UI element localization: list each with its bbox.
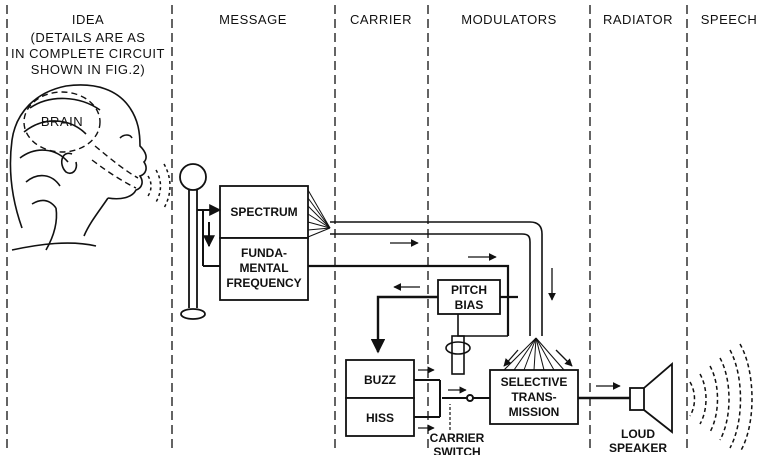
column-heading-radiator: RADIATOR: [603, 12, 673, 27]
column-heading-carrier: CARRIER: [350, 12, 412, 27]
column-dividers: [6, 5, 688, 452]
mouth-sound-waves: [147, 163, 171, 209]
selective-line3: MISSION: [509, 405, 560, 419]
mic-wiring: [197, 204, 222, 267]
brain-label: BRAIN: [41, 114, 83, 129]
fundamental-frequency-box: [219, 237, 309, 301]
carrier-switch-label-line2: SWITCH: [433, 445, 480, 455]
hiss-label: HISS: [366, 411, 394, 425]
loud-speaker-line1: LOUD: [621, 427, 655, 441]
pitch-feedback-wire: [457, 314, 508, 337]
spectrum-bundle-cable: [330, 221, 543, 336]
fundamental-label-line3: FREQUENCY: [226, 276, 301, 290]
fan-arrow-left: [503, 349, 519, 367]
spectrum-label: SPECTRUM: [230, 205, 297, 219]
buzz-label: BUZZ: [364, 373, 396, 387]
column-heading-modulators: MODULATORS: [461, 12, 557, 27]
spectrum-fan: [307, 189, 331, 238]
column-heading-speech: SPEECH: [701, 12, 757, 27]
selective-fan: [503, 337, 565, 371]
head-profile-drawing: [9, 84, 147, 251]
details-note-line3: SHOWN IN FIG.2): [31, 62, 145, 77]
carrier-switch-arrows: [418, 366, 467, 432]
fundamental-label-line1: FUNDA-: [241, 246, 287, 260]
buzz-box: [345, 359, 415, 399]
column-heading-idea: IDEA: [72, 12, 104, 27]
column-heading-message: MESSAGE: [219, 12, 287, 27]
loud-speaker-line2: SPEAKER: [609, 441, 667, 455]
loud-speaker: [629, 362, 673, 434]
selective-line2: TRANS-: [511, 390, 556, 404]
carrier-switch-label-line1: CARRIER: [430, 431, 485, 445]
fundamental-wire: [308, 264, 518, 336]
details-note-line2: IN COMPLETE CIRCUIT: [11, 46, 165, 61]
selective-line1: SELECTIVE: [501, 375, 568, 389]
speech-sound-waves: [689, 343, 753, 453]
brain-outline: [23, 91, 139, 189]
fundamental-label-line2: MENTAL: [239, 261, 288, 275]
relay-coil: [445, 335, 471, 375]
carrier-switch: [414, 379, 478, 418]
microphone: [179, 163, 207, 320]
details-note-line1: (DETAILS ARE AS: [31, 30, 146, 45]
pitch-bias-line2: BIAS: [455, 298, 484, 312]
pitch-bias-line1: PITCH: [451, 283, 487, 297]
pitch-bias-box: [437, 279, 501, 315]
fan-arrow-right: [555, 349, 573, 367]
pitch-to-buzz-wire: [370, 295, 438, 354]
selective-transmission-box: [489, 369, 579, 425]
